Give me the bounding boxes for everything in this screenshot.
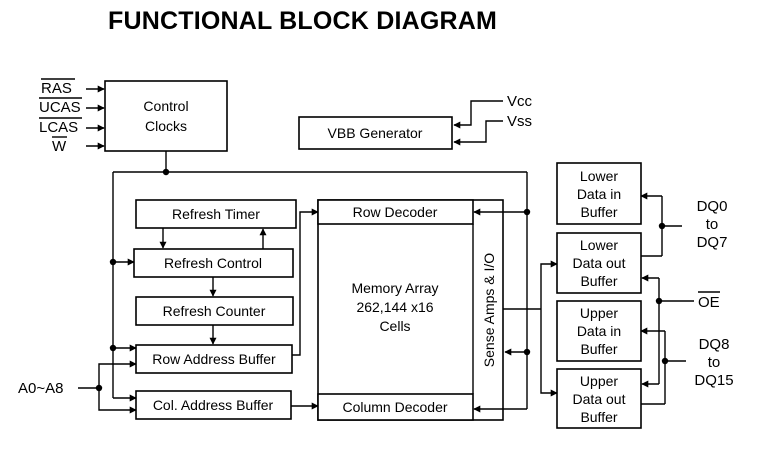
- oe-pin-label: OE: [698, 294, 720, 311]
- dq0-label: DQ0: [697, 198, 728, 215]
- row-decoder-label: Row Decoder: [353, 204, 438, 220]
- upper-data-in-label-line3: Buffer: [580, 341, 617, 357]
- upper-data-out-label-line1: Upper: [580, 373, 618, 389]
- to-lower-data-out: [540, 260, 558, 309]
- upper-data-out-label-line2: Data out: [573, 391, 626, 407]
- col-address-buffer-block: [135, 390, 292, 420]
- lower-data-out-label-line2: Data out: [573, 255, 626, 271]
- upper-data-in-label-line1: Upper: [580, 305, 618, 321]
- memory-core-outline: [317, 199, 504, 421]
- lower-data-in-label-line3: Buffer: [580, 204, 617, 220]
- junction-dot: [661, 357, 669, 365]
- row-decoder-block: [317, 199, 474, 225]
- dq15-label: DQ15: [694, 372, 733, 389]
- lcas-pin-label: LCAS: [39, 119, 78, 136]
- lower-data-out-label-line1: Lower: [580, 237, 618, 253]
- row-address-buffer-label: Row Address Buffer: [152, 351, 276, 367]
- dq8-label: DQ8: [699, 336, 730, 353]
- memory-array-label-line2: 262,144 x16: [356, 299, 433, 315]
- ucas-pin-label: UCAS: [39, 99, 81, 116]
- dq7-label: DQ7: [697, 234, 728, 251]
- vss-pin-label: Vss: [507, 113, 532, 130]
- control-clocks-label-line1: Control: [143, 98, 188, 114]
- lower-data-out-buffer-block: [556, 232, 642, 294]
- column-decoder-label: Column Decoder: [342, 399, 447, 415]
- to-upper-data-out: [540, 309, 558, 397]
- address-to-col-buffer: [98, 388, 137, 414]
- refresh-counter-label: Refresh Counter: [163, 303, 266, 319]
- lower-data-in-label-line1: Lower: [580, 168, 618, 184]
- refresh-control-block: [133, 248, 294, 278]
- refresh-timer-block: [135, 199, 297, 229]
- lower-data-in-label-line2: Data in: [577, 186, 621, 202]
- row-address-buffer-block: [135, 344, 293, 374]
- refresh-counter-block: [135, 296, 294, 326]
- dq-lower-to-label: to: [706, 216, 719, 233]
- vss-line: [453, 120, 503, 146]
- upper-data-out-label-line3: Buffer: [580, 409, 617, 425]
- ras-pin-label: RAS: [41, 80, 72, 97]
- diagram-title: FUNCTIONAL BLOCK DIAGRAM: [108, 7, 497, 35]
- vcc-line: [453, 100, 503, 129]
- vbb-generator-label: VBB Generator: [328, 125, 423, 141]
- control-clocks-label-line2: Clocks: [145, 118, 187, 134]
- address-pin-label: A0~A8: [18, 380, 63, 397]
- lower-data-out-label-line3: Buffer: [580, 273, 617, 289]
- sense-amps-label: Sense Amps & I/O: [481, 253, 497, 367]
- refresh-control-label: Refresh Control: [164, 255, 262, 271]
- memory-array-label-line1: Memory Array: [351, 280, 438, 296]
- w-pin-label: W: [52, 138, 67, 155]
- dq-upper-to-label: to: [708, 354, 721, 371]
- vcc-pin-label: Vcc: [507, 93, 533, 110]
- col-address-buffer-label: Col. Address Buffer: [153, 397, 274, 413]
- junction-dot: [658, 222, 666, 230]
- upper-data-in-buffer-block: [556, 300, 642, 362]
- upper-data-in-label-line2: Data in: [577, 323, 621, 339]
- address-to-row-buffer: [98, 360, 137, 388]
- vbb-generator-block: [298, 116, 453, 150]
- refresh-timer-label: Refresh Timer: [172, 206, 260, 222]
- column-decoder-block: [317, 393, 474, 421]
- memory-array-label-line3: Cells: [379, 318, 410, 334]
- control-clocks-block: [104, 80, 228, 152]
- upper-data-out-buffer-block: [556, 368, 642, 429]
- control-pin-labels: RAS UCAS LCAS W: [39, 78, 82, 155]
- row-buffer-to-row-decoder: [292, 208, 319, 356]
- lower-data-in-buffer-block: [556, 162, 642, 225]
